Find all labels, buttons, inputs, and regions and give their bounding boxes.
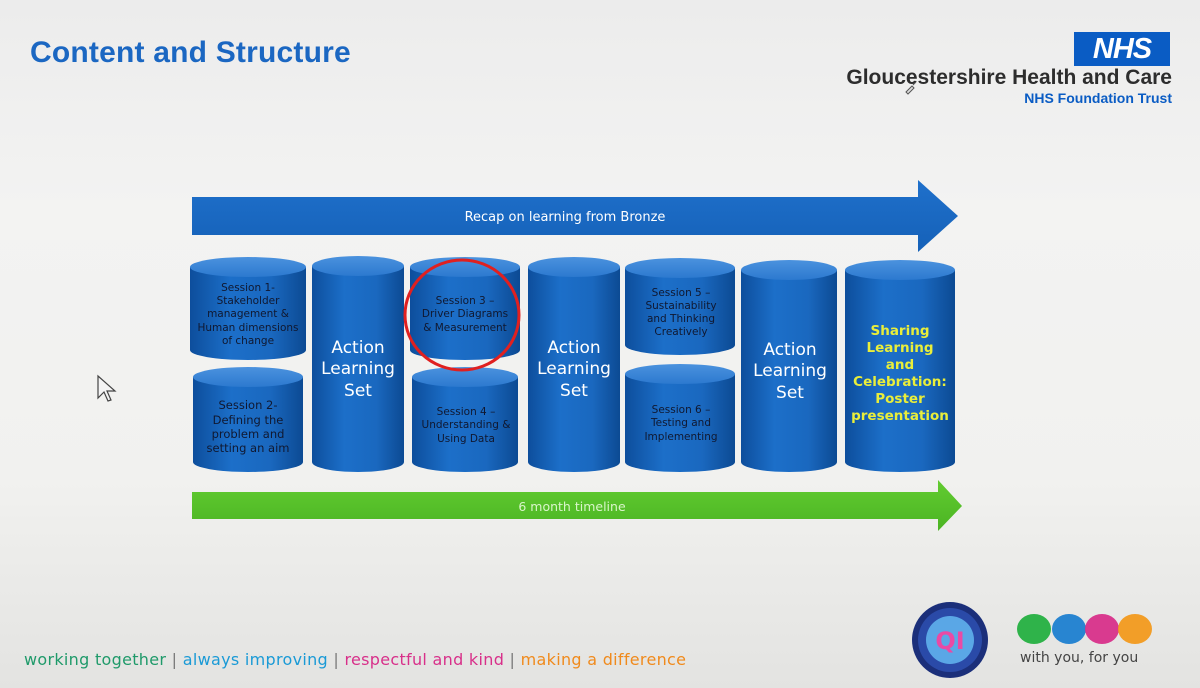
slide-title: Content and Structure	[30, 36, 351, 69]
session-2-label: Session 2- Defining the problem and sett…	[206, 398, 290, 456]
session-2-cylinder	[193, 377, 303, 472]
nhs-logo: NHS	[1074, 32, 1170, 66]
value-respectful-and-kind: respectful and kind	[344, 650, 505, 669]
action-learning-set-3-cylinder	[741, 270, 837, 472]
action-learning-set-3-label: Action Learning Set	[753, 340, 827, 403]
value-separator: |	[333, 650, 340, 669]
highlight-circle	[403, 258, 521, 372]
session-3-label: Session 3 – Driver Diagrams & Measuremen…	[421, 295, 509, 334]
action-learning-set-1-label: Action Learning Set	[321, 338, 395, 401]
session-5-label: Session 5 – Sustainability and Thinking …	[645, 286, 717, 339]
value-always-improving: always improving	[182, 650, 328, 669]
column-5	[625, 258, 735, 472]
value-separator: |	[509, 650, 516, 669]
recap-arrow	[192, 180, 958, 252]
session-3-cylinder	[410, 267, 520, 360]
column-3	[410, 257, 520, 472]
recap-arrow-label: Recap on learning from Bronze	[465, 210, 666, 225]
session-4-label: Session 4 – Understanding & Using Data	[421, 406, 511, 445]
action-learning-set-2-label: Action Learning Set	[537, 338, 611, 401]
organisation-subtitle: NHS Foundation Trust	[1024, 90, 1172, 106]
organisation-name: Gloucestershire Health and Care	[846, 66, 1172, 89]
column-1	[190, 257, 306, 472]
pen-cursor-icon	[905, 81, 917, 95]
value-separator: |	[171, 650, 178, 669]
session-6-label: Session 6 – Testing and Implementing	[644, 404, 718, 443]
with-you-for-you-logo	[1017, 614, 1152, 644]
celebration-label: Sharing Learning and Celebration: Poster…	[851, 323, 949, 424]
action-learning-set-2-cylinder	[528, 267, 620, 472]
celebration-cylinder	[845, 270, 955, 472]
qi-logo: QI	[912, 602, 988, 678]
timeline-arrow	[192, 480, 962, 531]
timeline-arrow-label: 6 month timeline	[518, 499, 626, 514]
qi-logo-text: QI	[935, 627, 964, 655]
session-5-cylinder	[625, 268, 735, 355]
mouse-pointer-icon	[97, 374, 117, 402]
session-1-cylinder	[190, 267, 306, 360]
column-2	[312, 256, 404, 472]
session-6-cylinder	[625, 374, 735, 472]
values-strapline: working together | always improving | re…	[24, 650, 686, 669]
column-7	[845, 260, 955, 472]
action-learning-set-1-cylinder	[312, 266, 404, 472]
value-making-a-difference: making a difference	[520, 650, 687, 669]
column-4	[528, 257, 620, 472]
session-1-label: Session 1- Stakeholder management & Huma…	[197, 282, 299, 347]
column-6	[741, 260, 837, 472]
session-4-cylinder	[412, 377, 518, 472]
value-working-together: working together	[24, 650, 167, 669]
tagline: with you, for you	[1020, 650, 1139, 666]
